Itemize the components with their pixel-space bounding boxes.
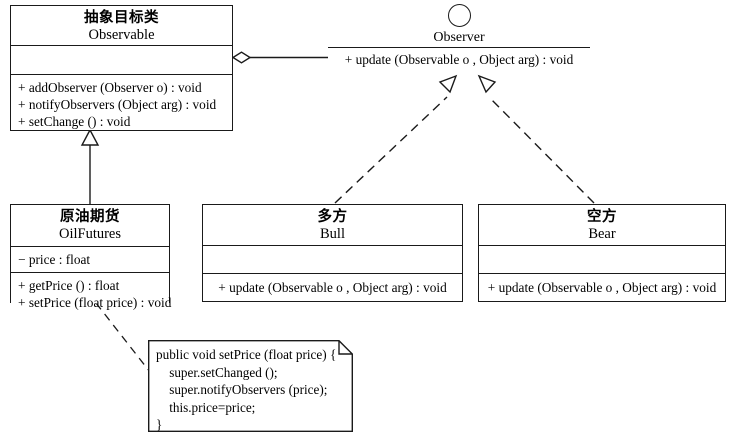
operation-row: + addObserver (Observer o) : void	[18, 80, 202, 95]
class-name-en: Bear	[588, 226, 616, 243]
attributes-compartment-oilfutures: − price : float	[11, 246, 169, 272]
interface-operation: + update (Observable o , Object arg) : v…	[344, 52, 574, 67]
interface-observer[interactable]: Observer + update (Observable o , Object…	[328, 4, 590, 68]
hollow-triangle-marker	[438, 74, 458, 94]
realization-bull-observer	[334, 74, 458, 204]
class-box-observable[interactable]: 抽象目标类 Observable + addObserver (Observer…	[10, 5, 233, 131]
attributes-compartment-bear	[479, 245, 725, 273]
note-shape	[148, 340, 353, 432]
attribute-row: − price : float	[18, 252, 91, 267]
operations-compartment-oilfutures: + getPrice () : float + setPrice (float …	[11, 272, 171, 310]
interface-separator-rule	[328, 47, 590, 48]
operation-row: + getPrice () : float	[18, 278, 120, 293]
operation-row: + update (Observable o , Object arg) : v…	[487, 280, 717, 295]
hollow-diamond-marker	[231, 51, 252, 64]
class-box-oilfutures[interactable]: 原油期货 OilFutures − price : float + getPri…	[10, 204, 171, 310]
class-name-en: OilFutures	[58, 226, 122, 243]
class-name-cn: 空方	[587, 209, 617, 225]
operation-row: + notifyObservers (Object arg) : void	[18, 97, 217, 113]
note-anchor-line	[95, 302, 151, 373]
class-box-bull[interactable]: 多方 Bull + update (Observable o , Object …	[202, 204, 463, 302]
interface-circle-icon	[447, 4, 471, 27]
class-box-bear[interactable]: 空方 Bear + update (Observable o , Object …	[478, 204, 726, 302]
class-header-bull: 多方 Bull	[203, 205, 462, 245]
realization-bear-observer	[477, 74, 595, 204]
class-name-cn: 抽象目标类	[84, 10, 159, 26]
code-note[interactable]: public void setPrice (float price) { sup…	[148, 340, 353, 432]
operations-compartment-bull: + update (Observable o , Object arg) : v…	[203, 273, 462, 301]
class-name-cn: 原油期货	[60, 209, 120, 225]
hollow-triangle-marker	[477, 74, 497, 94]
generalization-oilfutures-observable	[80, 128, 100, 204]
class-header-oilfutures: 原油期货 OilFutures	[11, 205, 169, 246]
class-name-cn: 多方	[317, 209, 348, 225]
class-header-bear: 空方 Bear	[479, 205, 725, 245]
operations-compartment-bear: + update (Observable o , Object arg) : v…	[479, 273, 725, 301]
class-name-en: Observable	[88, 27, 155, 44]
interface-name: Observer	[433, 30, 485, 45]
attributes-compartment-observable	[11, 45, 232, 74]
operation-row: + setChange () : void	[18, 114, 131, 130]
operation-row: + update (Observable o , Object arg) : v…	[218, 280, 447, 295]
attributes-compartment-bull	[203, 245, 462, 273]
operations-compartment-observable: + addObserver (Observer o) : void + noti…	[11, 74, 232, 129]
operation-row: + setPrice (float price) : void	[18, 295, 172, 311]
aggregation-observable-observer	[231, 51, 328, 64]
hollow-triangle-marker	[80, 128, 100, 146]
class-header-observable: 抽象目标类 Observable	[11, 6, 232, 45]
class-name-en: Bull	[320, 226, 345, 243]
